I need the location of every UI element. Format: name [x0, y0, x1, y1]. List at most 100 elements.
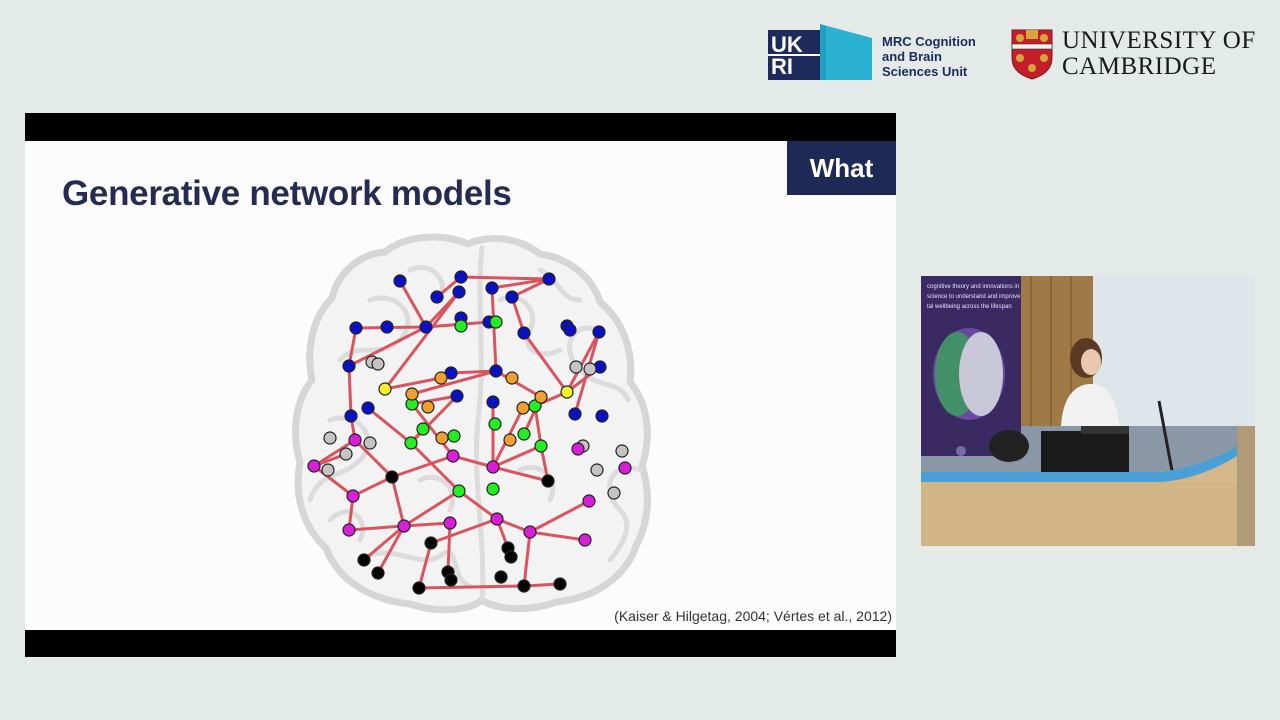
network-node-magenta	[571, 442, 585, 456]
ukri-logo: UK RI	[768, 24, 872, 80]
mrc-line-3: Sciences Unit	[882, 64, 968, 79]
cambridge-line-1: UNIVERSITY OF	[1062, 27, 1256, 54]
network-node-magenta	[618, 461, 632, 475]
network-node-orange	[435, 431, 449, 445]
network-node-magenta	[443, 516, 457, 530]
network-node-blue	[454, 270, 468, 284]
network-node-black	[357, 553, 371, 567]
network-edge	[410, 402, 455, 458]
network-edge	[522, 331, 569, 394]
banner-line-1: cognitive theory and innovations in	[927, 284, 1019, 290]
mrc-line-1: MRC Cognition	[882, 34, 976, 49]
banner-line-2: science to understand and improve	[927, 294, 1021, 300]
brain-network-figure	[292, 233, 651, 614]
network-node-blue	[393, 274, 407, 288]
network-node-blue	[342, 359, 356, 373]
network-node-black	[444, 573, 458, 587]
network-node-blue	[517, 326, 531, 340]
network-node-blue	[595, 409, 609, 423]
speaker-video[interactable]: cognitive theory and innovations in scie…	[921, 276, 1255, 546]
network-edge	[410, 394, 459, 406]
network-edge	[491, 465, 550, 483]
network-edge	[528, 499, 591, 534]
network-node-black	[412, 581, 426, 595]
network-node-magenta	[446, 449, 460, 463]
network-edge	[353, 438, 394, 479]
network-node-blue	[592, 325, 606, 339]
network-edge	[402, 489, 461, 528]
network-node-magenta	[582, 494, 596, 508]
network-node-blue	[349, 321, 363, 335]
network-edge	[409, 441, 461, 493]
network-node-green	[517, 427, 531, 441]
network-node-green	[534, 439, 548, 453]
network-node-gray	[321, 463, 335, 477]
network-node-green	[452, 484, 466, 498]
network-edge	[417, 584, 526, 590]
network-node-gray	[371, 357, 385, 371]
network-node-blue	[380, 320, 394, 334]
network-node-gray	[569, 360, 583, 374]
network-node-blue	[450, 389, 464, 403]
network-node-blue	[430, 290, 444, 304]
network-node-green	[447, 429, 461, 443]
network-edge	[417, 541, 433, 590]
network-edge	[347, 524, 406, 532]
network-edge	[446, 521, 452, 574]
network-node-blue	[485, 281, 499, 295]
network-node-blue	[361, 401, 375, 415]
network-edge	[494, 369, 543, 399]
network-node-green	[489, 315, 503, 329]
network-node-black	[494, 570, 508, 584]
network-edge	[402, 521, 452, 528]
network-node-magenta	[397, 519, 411, 533]
network-node-black	[541, 474, 555, 488]
network-edge	[451, 454, 495, 469]
network-node-gray	[583, 362, 597, 376]
network-node-magenta	[490, 512, 504, 526]
network-node-yellow	[560, 385, 574, 399]
network-edge	[383, 376, 443, 391]
network-edge	[522, 530, 532, 588]
network-node-black	[385, 470, 399, 484]
network-node-orange	[516, 401, 530, 415]
network-node-blue	[344, 409, 358, 423]
network-edge	[459, 275, 551, 281]
network-edge	[457, 489, 499, 521]
network-edge	[366, 406, 413, 445]
network-node-gray	[363, 436, 377, 450]
network-edge	[410, 369, 498, 396]
network-node-magenta	[486, 460, 500, 474]
network-edge	[347, 364, 353, 418]
network-node-black	[553, 577, 567, 591]
network-node-blue	[505, 290, 519, 304]
network-edge	[491, 444, 543, 469]
network-edge	[490, 277, 551, 290]
network-node-gray	[339, 447, 353, 461]
network-node-black	[371, 566, 385, 580]
network-edge	[312, 438, 357, 468]
cambridge-wordmark: UNIVERSITY OF CAMBRIDGE	[1062, 28, 1256, 80]
network-node-blue	[568, 407, 582, 421]
cambridge-line-2: CAMBRIDGE	[1062, 53, 1217, 80]
mrc-line-2: and Brain	[882, 49, 942, 64]
network-edge	[351, 475, 394, 498]
network-node-magenta	[348, 433, 362, 447]
network-edge	[398, 279, 428, 329]
network-edge	[383, 290, 461, 391]
network-edge	[347, 325, 428, 368]
network-node-orange	[421, 400, 435, 414]
network-edge	[528, 530, 587, 542]
network-node-blue	[542, 272, 556, 286]
network-node-gray	[590, 463, 604, 477]
svg-text:UK: UK	[771, 32, 803, 57]
section-tag: What	[787, 141, 896, 195]
network-node-black	[517, 579, 531, 593]
network-edge	[490, 286, 498, 373]
network-node-green	[416, 422, 430, 436]
slide: Generative network models What (Kaiser &…	[25, 141, 896, 630]
network-edge	[390, 454, 455, 479]
network-node-gray	[607, 486, 621, 500]
network-edge	[449, 369, 498, 375]
network-node-blue	[489, 364, 503, 378]
